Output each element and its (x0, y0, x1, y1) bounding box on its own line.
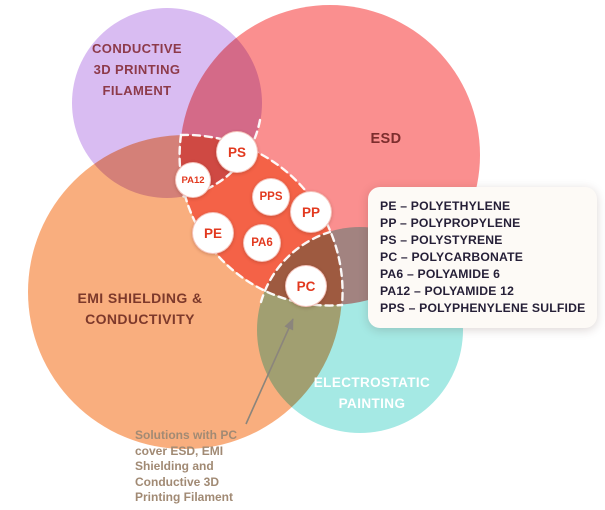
material-label: PA12 (181, 174, 205, 186)
legend-item: PE – POLYETHYLENE (380, 199, 511, 213)
material-label: PC (296, 278, 316, 294)
material-chip-pps: PPS (252, 178, 290, 216)
legend-item: PA6 – POLYAMIDE 6 (380, 267, 501, 281)
set-label-emi-shielding: EMI SHIELDING & CONDUCTIVITY (50, 288, 230, 330)
material-chip-pe: PE (192, 212, 234, 254)
material-label: PE (203, 225, 222, 241)
material-chip-pc: PC (285, 265, 327, 307)
set-label-electrostatic-painting: ELECTROSTATIC PAINTING (291, 372, 453, 414)
set-label-line: ELECTROSTATIC (313, 375, 431, 390)
annotation-line: Printing Filament (135, 490, 234, 504)
annotation-note: Solutions with PC cover ESD, EMI Shieldi… (135, 428, 285, 506)
annotation-line: cover ESD, EMI (135, 443, 224, 458)
material-chip-pa6: PA6 (243, 224, 281, 262)
legend-item: PA12 – POLYAMIDE 12 (380, 284, 515, 298)
legend-item: PC – POLYCARBONATE (380, 250, 524, 264)
material-chip-pa12: PA12 (175, 162, 211, 198)
annotation-line: Solutions with PC (135, 428, 237, 442)
material-chip-pp: PP (290, 191, 332, 233)
material-label: PA6 (251, 237, 273, 249)
set-label-line: 3D PRINTING (93, 62, 181, 77)
material-label: PP (301, 204, 320, 220)
legend-card: PE – POLYETHYLENE PP – POLYPROPYLENE PS … (368, 187, 597, 328)
legend-item: PPS – POLYPHENYLENE SULFIDE (380, 301, 586, 315)
set-label-line: CONDUCTIVITY (85, 311, 195, 327)
legend-item: PS – POLYSTYRENE (380, 233, 503, 247)
set-label-line: EMI SHIELDING & (77, 290, 203, 306)
material-label: PS (227, 144, 246, 160)
annotation-line: Conductive 3D (135, 474, 220, 489)
material-chip-ps: PS (216, 131, 258, 173)
set-label-line: FILAMENT (102, 83, 172, 98)
material-label: PPS (259, 191, 283, 203)
set-label-conductive-3d-printing-filament: CONDUCTIVE 3D PRINTING FILAMENT (62, 38, 212, 101)
set-label-line: ESD (370, 131, 402, 147)
set-label-line: CONDUCTIVE (92, 41, 182, 56)
legend-item: PP – POLYPROPYLENE (380, 216, 521, 230)
set-label-esd: ESD (355, 131, 417, 147)
set-label-line: PAINTING (338, 396, 406, 411)
annotation-line: Shielding and (135, 459, 214, 473)
